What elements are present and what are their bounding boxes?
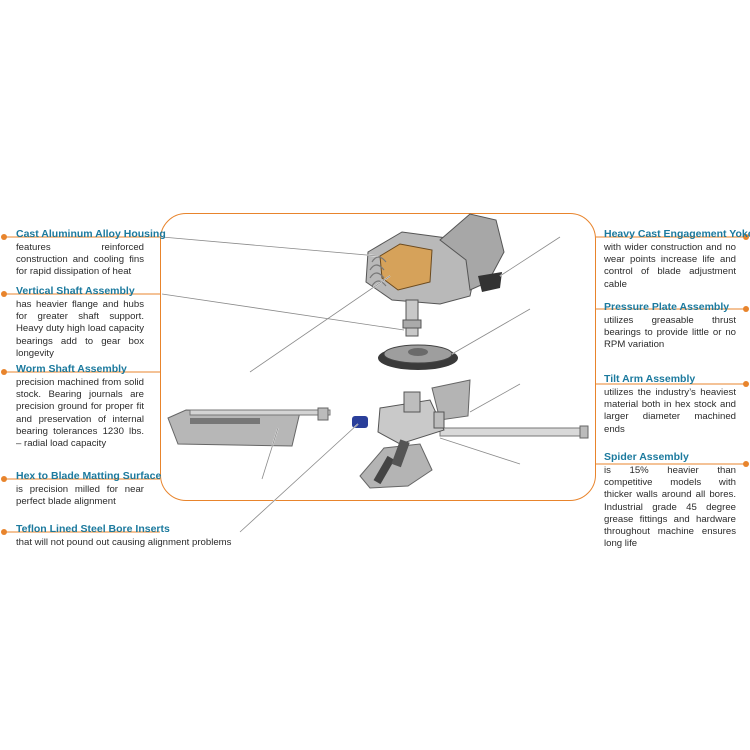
pressure-plate-illustration xyxy=(378,344,458,370)
callout-dot xyxy=(1,529,7,535)
callout-desc: that will not pound out causing alignmen… xyxy=(16,537,232,548)
callout-title: Hex to Blade Matting Surface xyxy=(16,470,162,482)
callout-dot xyxy=(1,476,7,482)
callout-pressure-plate-assembly: Pressure Plate Assembly utilizes greasab… xyxy=(604,301,736,352)
callout-desc: utilizes greasable thrust bearings to pr… xyxy=(604,315,736,351)
callout-cast-aluminum-housing: Cast Aluminum Alloy Housing features rei… xyxy=(16,228,166,279)
callout-heavy-cast-yoke: Heavy Cast Engagement Yoke with wider co… xyxy=(604,228,750,291)
callout-hex-blade-surface: Hex to Blade Matting Surface is precisio… xyxy=(16,470,162,508)
callout-title: Pressure Plate Assembly xyxy=(604,301,730,313)
callout-dot xyxy=(1,291,7,297)
callout-desc: with wider construction and no wear poin… xyxy=(604,242,736,290)
gearbox-housing-illustration xyxy=(365,213,505,337)
callout-dot xyxy=(1,234,7,240)
callout-desc: precision machined from solid stock. Bea… xyxy=(16,377,144,450)
callout-dot xyxy=(743,306,749,312)
callout-spider-assembly: Spider Assembly is 15% heavier than comp… xyxy=(604,451,736,550)
callout-teflon-bore-inserts: Teflon Lined Steel Bore Inserts that wil… xyxy=(16,523,246,549)
callout-desc: features reinforced construction and coo… xyxy=(16,242,144,278)
callout-dot xyxy=(743,461,749,467)
callout-desc: utilizes the industry’s heaviest materia… xyxy=(604,387,736,435)
callout-dot xyxy=(743,381,749,387)
callout-desc: has heavier flange and hubs for greater … xyxy=(16,299,144,359)
callout-worm-shaft-assembly: Worm Shaft Assembly precision machined f… xyxy=(16,363,144,450)
spider-assembly-illustration xyxy=(167,379,589,489)
callout-dot xyxy=(743,234,749,240)
callout-vertical-shaft-assembly: Vertical Shaft Assembly has heavier flan… xyxy=(16,285,144,360)
diagram-frame xyxy=(160,213,596,501)
callout-dot xyxy=(1,369,7,375)
callout-title: Teflon Lined Steel Bore Inserts xyxy=(16,523,170,535)
callout-tilt-arm-assembly: Tilt Arm Assembly utilizes the industry’… xyxy=(604,373,736,436)
callout-title: Vertical Shaft Assembly xyxy=(16,285,135,297)
callout-title: Heavy Cast Engagement Yoke xyxy=(604,228,750,240)
callout-desc: is 15% heavier than competitive models w… xyxy=(604,465,736,550)
callout-title: Spider Assembly xyxy=(604,451,689,463)
callout-desc: is precision milled for near perfect bla… xyxy=(16,484,144,508)
callout-title: Worm Shaft Assembly xyxy=(16,363,127,375)
callout-title: Cast Aluminum Alloy Housing xyxy=(16,228,166,240)
callout-title: Tilt Arm Assembly xyxy=(604,373,696,385)
